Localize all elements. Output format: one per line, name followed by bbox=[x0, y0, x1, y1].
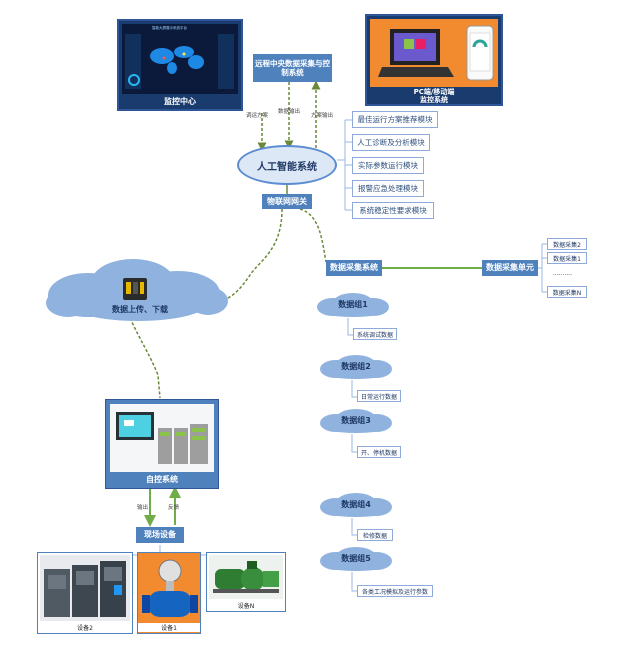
arrow-label-output: 输出 bbox=[137, 505, 149, 511]
arrow-label-plan-output: 方案输出 bbox=[311, 113, 334, 119]
iot-gateway-box[interactable]: 物联网网关 bbox=[262, 194, 312, 209]
data-group-1-item[interactable]: 系统调试数据 bbox=[353, 328, 397, 340]
arrow-label-data-output: 数据输出 bbox=[278, 109, 301, 115]
data-group-5-item[interactable]: 各类工况模拟及运行参数 bbox=[357, 585, 433, 597]
data-group-cloud-2 bbox=[320, 355, 392, 379]
router-device-icon bbox=[123, 278, 147, 300]
cloud-label: 数据上传、下载 bbox=[112, 304, 168, 314]
module-system-stability[interactable]: 系统稳定性要求模块 bbox=[352, 202, 434, 219]
collector-2[interactable]: 数据采集2 bbox=[547, 238, 587, 250]
arrow-label-fault-plan: 调运方案 bbox=[246, 113, 269, 119]
data-group-3-item[interactable]: 开、停机数据 bbox=[357, 446, 401, 458]
data-group-cloud-3 bbox=[320, 409, 392, 433]
control-system-image bbox=[110, 404, 214, 472]
gauge-icon bbox=[128, 74, 140, 86]
module-best-plan[interactable]: 最佳运行方案推荐模块 bbox=[352, 111, 438, 128]
device-2-card[interactable]: 设备2 bbox=[37, 552, 133, 634]
data-group-4-item[interactable]: 检修数据 bbox=[357, 529, 393, 541]
field-equipment-box[interactable]: 现场设备 bbox=[136, 527, 184, 543]
plc-cabinet-icon bbox=[116, 412, 208, 464]
flowmeter-icon bbox=[142, 559, 198, 617]
pc-mobile-panel[interactable]: PC端/移动端监控系统 bbox=[365, 14, 503, 106]
world-map-icon bbox=[150, 46, 204, 74]
module-manual-diagnosis[interactable]: 人工诊断及分析模块 bbox=[352, 134, 430, 151]
monitor-center-label: 监控中心 bbox=[164, 97, 196, 106]
collector-1[interactable]: 数据采集1 bbox=[547, 252, 587, 264]
data-group-cloud-5 bbox=[320, 547, 392, 571]
dashboard-title: 智能大屏展示系统平台 bbox=[152, 26, 187, 30]
remote-central-system-box[interactable]: 远程中央数据采集与控制系统 bbox=[253, 54, 332, 82]
laptop-icon bbox=[378, 29, 454, 77]
device-1-label: 设备1 bbox=[138, 623, 200, 632]
device-1-card[interactable]: 设备1 bbox=[137, 552, 201, 634]
data-collection-unit-box[interactable]: 数据采集单元 bbox=[482, 260, 538, 276]
collector-ellipsis: .......... bbox=[553, 270, 573, 277]
control-system-panel[interactable]: 自控系统 bbox=[105, 399, 219, 489]
data-group-2-label: 数据组2 bbox=[341, 361, 371, 371]
device-n-label: 设备N bbox=[237, 603, 255, 610]
cloud-shape bbox=[46, 259, 228, 321]
data-collection-system-box[interactable]: 数据采集系统 bbox=[326, 260, 382, 276]
module-actual-params[interactable]: 实际参数运行模块 bbox=[352, 157, 424, 174]
device-n-card[interactable]: 设备N bbox=[206, 552, 286, 612]
gear-pump-icon bbox=[209, 555, 283, 599]
data-group-2-item[interactable]: 日常运行数据 bbox=[357, 390, 401, 402]
compressor-icon bbox=[40, 555, 130, 621]
dashboard-screen: 智能大屏展示系统平台 bbox=[122, 24, 238, 94]
collector-n[interactable]: 数据采集N bbox=[547, 286, 587, 298]
dashboard-right-panel bbox=[218, 34, 234, 89]
control-system-label: 自控系统 bbox=[146, 475, 178, 484]
module-alarm-emergency[interactable]: 报警应急处理模块 bbox=[352, 180, 424, 197]
data-group-3-label: 数据组3 bbox=[341, 415, 371, 425]
pc-mobile-label: PC端/移动端监控系统 bbox=[413, 88, 455, 105]
mobile-phone-icon bbox=[466, 25, 494, 81]
data-group-cloud-1 bbox=[317, 293, 389, 317]
data-group-1-label: 数据组1 bbox=[338, 299, 368, 309]
ai-system-label: 人工智能系统 bbox=[257, 161, 317, 173]
data-group-5-label: 数据组5 bbox=[341, 553, 371, 563]
monitor-center-panel[interactable]: 智能大屏展示系统平台 监控中心 bbox=[117, 19, 243, 111]
arrow-label-feedback: 反馈 bbox=[168, 505, 180, 511]
data-group-cloud-4 bbox=[320, 493, 392, 517]
device-2-label: 设备2 bbox=[77, 625, 93, 632]
data-group-4-label: 数据组4 bbox=[341, 499, 371, 509]
pc-mobile-image bbox=[370, 19, 498, 87]
ai-system-ellipse[interactable]: 人工智能系统 bbox=[237, 145, 337, 185]
